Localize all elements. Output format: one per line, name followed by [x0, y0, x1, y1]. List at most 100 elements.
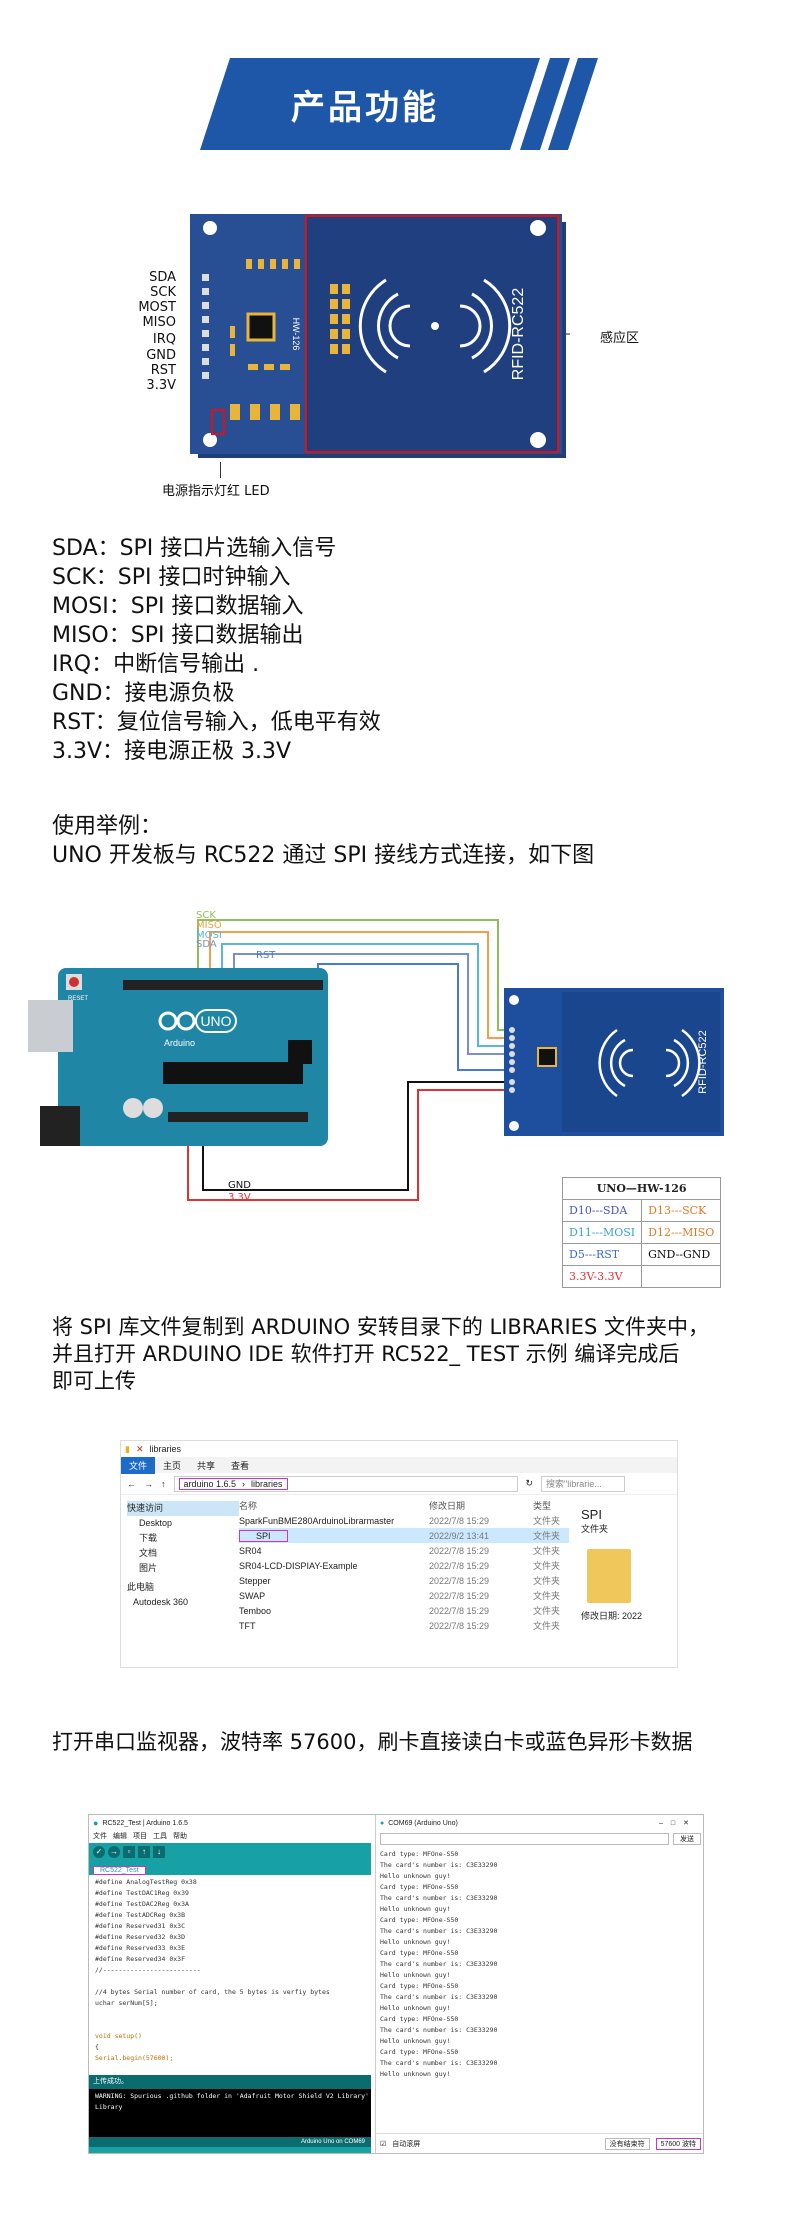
menu-item[interactable]: 项目: [133, 1833, 147, 1840]
explorer-nav-pane: 快速访问 Desktop 下载 文档 图片 此电脑 Autodesk 360: [121, 1495, 239, 1633]
nav-pictures[interactable]: 图片: [139, 1563, 158, 1573]
table-row[interactable]: SparkFunBME280ArduinoLibrarmaster 2022/7…: [239, 1513, 569, 1528]
line-ending-select[interactable]: 没有结束符: [604, 2137, 650, 2150]
pin-desc-sda: SDA：SPI 接口片选输入信号: [52, 536, 337, 561]
serial-line: Card type: MFOne-S50: [380, 1982, 459, 1990]
file-type: 文件夹: [533, 1531, 561, 1541]
col-type[interactable]: 类型: [533, 1501, 552, 1511]
back-arrow-icon[interactable]: ←: [127, 1478, 136, 1489]
banner-title: 产品功能: [291, 87, 439, 128]
reset-label: RESET: [68, 996, 88, 1002]
serial-line: The card's number is: C3E33290: [380, 2059, 498, 2067]
nav-documents[interactable]: 文档: [139, 1548, 158, 1558]
serial-monitor-window: ● COM69 (Arduino Uno) –□✕ 发送 Card type: …: [375, 1815, 703, 2153]
serial-line: Hello unknown guy!: [380, 2070, 451, 2078]
wire-label-gnd: GND: [228, 1180, 251, 1191]
pin-label-sda: SDA: [149, 270, 176, 285]
refresh-icon[interactable]: ↻: [525, 1478, 534, 1488]
forward-arrow-icon[interactable]: →: [144, 1478, 153, 1489]
tab-home[interactable]: 主页: [163, 1460, 182, 1471]
address-bar[interactable]: arduino 1.6.5 › libraries: [173, 1475, 518, 1492]
rc522-module-image: RFID-RC522 HW-126: [190, 214, 570, 458]
instruction-line: 即可上传: [52, 1369, 136, 1393]
close-x-icon[interactable]: ✕: [135, 1443, 144, 1454]
console-line: Library: [95, 2103, 123, 2111]
nav-downloads[interactable]: 下载: [139, 1533, 158, 1543]
send-input[interactable]: [380, 1833, 669, 1845]
pin-label-rst: RST: [150, 363, 176, 378]
verify-icon[interactable]: ✓: [93, 1846, 105, 1858]
table-row-selected[interactable]: SPI 2022/9/2 13:41 文件夹: [239, 1528, 569, 1543]
code-editor[interactable]: #define AnalogTestReg 0x38 #define TestD…: [89, 1875, 371, 2075]
path-segment[interactable]: libraries: [251, 1478, 283, 1489]
col-name[interactable]: 名称: [239, 1501, 258, 1511]
pin-label-most: MOST: [138, 300, 176, 315]
code-line: [95, 1976, 365, 1987]
wiring-cell: D5---RST: [561, 1243, 643, 1266]
tab-view[interactable]: 查看: [231, 1460, 250, 1471]
nav-autodesk[interactable]: Autodesk 360: [133, 1597, 189, 1607]
table-row[interactable]: SR04-LCD-DISPIAY-Example 2022/7/8 15:29 …: [239, 1558, 569, 1573]
file-type: 文件夹: [533, 1621, 561, 1631]
serial-line: Card type: MFOne-S50: [380, 1883, 459, 1891]
tab-share[interactable]: 共享: [197, 1460, 216, 1471]
code-line: Serial.begin(57600);: [95, 2054, 174, 2062]
file-name: SPI: [239, 1529, 429, 1542]
baud-select[interactable]: 57600 波特: [655, 2137, 701, 2150]
nav-desktop[interactable]: Desktop: [139, 1518, 173, 1528]
instruction-line: 打开串口监视器，波特率 57600，刷卡直接读白卡或蓝色异形卡数据: [52, 1730, 693, 1754]
table-row[interactable]: Temboo 2022/7/8 15:29 文件夹: [239, 1603, 569, 1618]
folder-icon: ▮: [125, 1443, 130, 1454]
send-button[interactable]: 发送: [673, 1833, 701, 1845]
serial-line: Hello unknown guy!: [380, 2037, 451, 2045]
table-row[interactable]: Stepper 2022/7/8 15:29 文件夹: [239, 1573, 569, 1588]
new-icon[interactable]: ▫: [123, 1846, 135, 1858]
file-date: 2022/7/8 15:29: [429, 1620, 490, 1631]
nav-this-pc[interactable]: 此电脑: [127, 1582, 155, 1592]
path-highlight: arduino 1.6.5 › libraries: [178, 1477, 288, 1490]
table-row[interactable]: SWAP 2022/7/8 15:29 文件夹: [239, 1588, 569, 1603]
open-icon[interactable]: ↑: [138, 1846, 150, 1858]
serial-line: Hello unknown guy!: [380, 2004, 451, 2012]
search-input[interactable]: 搜索"librarie...: [541, 1475, 626, 1492]
preview-date-row: 修改日期: 2022: [581, 1609, 677, 1622]
upload-icon[interactable]: →: [108, 1846, 120, 1858]
code-line: #define Reserved33 0x3E: [95, 1944, 186, 1952]
sketch-tab[interactable]: RC522_Test: [93, 1866, 146, 1875]
serial-line: The card's number is: C3E33290: [380, 1960, 498, 1968]
window-controls[interactable]: –□✕: [659, 1820, 697, 1827]
wiring-cell: D10---SDA: [561, 1199, 643, 1222]
autoscroll-checkbox[interactable]: ☑: [380, 2140, 387, 2148]
serial-line: The card's number is: C3E33290: [380, 1894, 498, 1902]
serial-line: The card's number is: C3E33290: [380, 1927, 498, 1935]
table-row[interactable]: SR04 2022/7/8 15:29 文件夹: [239, 1543, 569, 1558]
serial-line: Card type: MFOne-S50: [380, 1850, 459, 1858]
preview-date-label: 修改日期:: [581, 1611, 620, 1621]
file-name: Stepper: [239, 1575, 271, 1586]
tab-file[interactable]: 文件: [121, 1456, 156, 1474]
col-date[interactable]: 修改日期: [429, 1501, 466, 1511]
wiring-board-text: RFID-RC522: [697, 1030, 709, 1094]
path-segment[interactable]: arduino 1.6.5: [183, 1478, 237, 1489]
serial-line: The card's number is: C3E33290: [380, 2026, 498, 2034]
save-icon[interactable]: ↓: [153, 1846, 165, 1858]
code-line: #define Reserved34 0x3F: [95, 1955, 186, 1963]
table-row[interactable]: TFT 2022/7/8 15:29 文件夹: [239, 1618, 569, 1633]
up-arrow-icon[interactable]: ↑: [161, 1478, 166, 1489]
pin-desc-gnd: GND：接电源负极: [52, 681, 235, 706]
ide-tabbar: RC522_Test: [89, 1861, 371, 1875]
code-line: uchar serNum[5];: [95, 1999, 158, 2007]
menu-item[interactable]: 工具: [153, 1833, 167, 1840]
file-name: SR04-LCD-DISPIAY-Example: [239, 1560, 358, 1571]
nav-quick-access[interactable]: 快速访问: [127, 1501, 239, 1516]
menu-item[interactable]: 帮助: [173, 1833, 187, 1840]
ide-menubar: 文件 编辑 项目 工具 帮助: [89, 1831, 371, 1843]
code-line: {: [95, 2043, 99, 2051]
wire-label-rst: RST: [256, 950, 276, 961]
file-date: 2022/7/8 15:29: [429, 1560, 490, 1571]
pin-description-list: SDA：SPI 接口片选输入信号 SCK：SPI 接口时钟输入 MOSI：SPI…: [52, 534, 381, 766]
code-line: #define Reserved31 0x3C: [95, 1922, 186, 1930]
menu-item[interactable]: 编辑: [113, 1833, 127, 1840]
ide-titlebar: ● RC522_Test | Arduino 1.6.5: [89, 1815, 371, 1831]
menu-item[interactable]: 文件: [93, 1833, 107, 1840]
